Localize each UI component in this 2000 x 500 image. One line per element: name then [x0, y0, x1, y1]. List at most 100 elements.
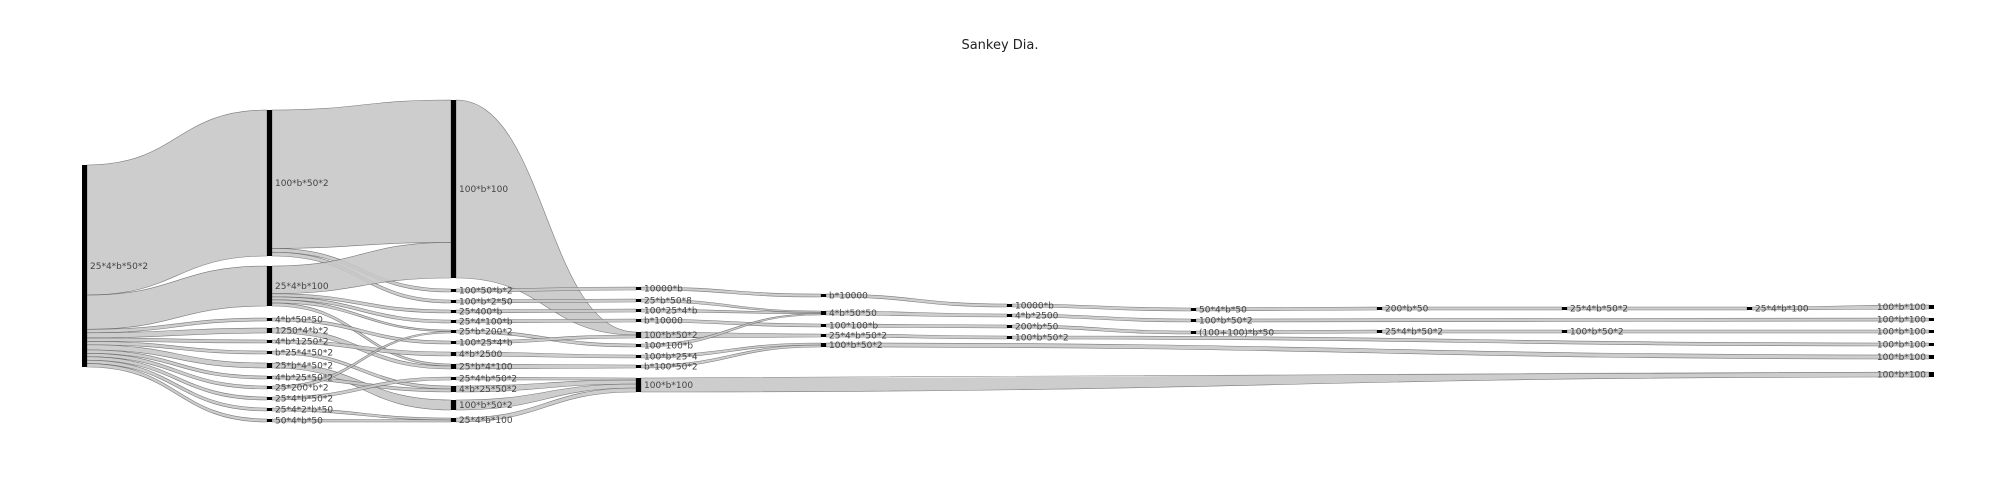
sankey-node-n56[interactable] [1929, 343, 1934, 346]
sankey-node-label-n36: b*10000 [829, 292, 868, 302]
sankey-node-n12[interactable] [267, 408, 272, 411]
sankey-node-label-n43: 200*b*50 [1015, 323, 1059, 333]
sankey-node-label-n39: 25*4*b*50*2 [829, 332, 887, 342]
sankey-node-label-n24: 4*b*25*50*2 [459, 385, 517, 395]
sankey-node-n21[interactable] [451, 352, 456, 356]
sankey-node-label-n51: 100*b*50*2 [1570, 328, 1624, 338]
sankey-node-label-n10: 25*200*b*2 [275, 384, 329, 394]
sankey-node-n25[interactable] [451, 400, 456, 410]
sankey-node-n43[interactable] [1007, 325, 1012, 328]
sankey-node-n4[interactable] [267, 318, 272, 321]
sankey-node-n50[interactable] [1562, 307, 1567, 310]
sankey-link-n2-n14[interactable] [271, 99, 452, 249]
sankey-node-n13[interactable] [267, 419, 272, 422]
sankey-node-n55[interactable] [1929, 330, 1934, 333]
sankey-node-label-n52: 25*4*b*100 [1755, 305, 1809, 315]
sankey-node-n49[interactable] [1377, 330, 1382, 333]
sankey-node-n9[interactable] [267, 376, 272, 379]
sankey-node-label-n17: 25*400*b [459, 308, 503, 318]
sankey-node-n35[interactable] [636, 378, 641, 392]
sankey-node-n51[interactable] [1562, 330, 1567, 333]
sankey-node-n8[interactable] [267, 363, 272, 368]
sankey-node-label-n54: 100*b*100 [1877, 316, 1926, 326]
sankey-node-label-n8: 25*b*4*50*2 [275, 362, 333, 372]
sankey-node-n26[interactable] [451, 418, 456, 422]
sankey-node-label-n26: 25*4*b*100 [459, 416, 513, 426]
sankey-node-n15[interactable] [451, 289, 456, 292]
sankey-node-label-n25: 100*b*50*2 [459, 401, 513, 411]
sankey-node-n7[interactable] [267, 351, 272, 354]
sankey-node-label-n15: 100*50*b*2 [459, 287, 513, 297]
sankey-node-n11[interactable] [267, 397, 272, 400]
sankey-node-n18[interactable] [451, 320, 456, 323]
sankey-node-n47[interactable] [1191, 331, 1196, 334]
sankey-node-n3[interactable] [267, 266, 272, 306]
sankey-node-label-n2: 100*b*50*2 [275, 179, 329, 189]
sankey-node-n33[interactable] [636, 355, 641, 358]
sankey-node-n57[interactable] [1929, 355, 1934, 359]
sankey-node-n45[interactable] [1191, 308, 1196, 311]
sankey-node-n23[interactable] [451, 377, 456, 380]
sankey-link-n44-n56[interactable] [1011, 335, 1930, 347]
sankey-node-n14[interactable] [451, 100, 456, 278]
sankey-node-label-n53: 100*b*100 [1877, 303, 1926, 313]
sankey-node-label-n16: 100*b*2*50 [459, 298, 513, 308]
sankey-node-label-n31: 100*b*50*2 [644, 331, 698, 341]
sankey-node-n52[interactable] [1747, 307, 1752, 310]
sankey-node-n54[interactable] [1929, 318, 1934, 321]
sankey-node-n5[interactable] [267, 328, 272, 333]
sankey-node-n24[interactable] [451, 386, 456, 392]
sankey-node-label-n4: 4*b*50*50 [275, 316, 323, 326]
sankey-node-n28[interactable] [636, 299, 641, 302]
sankey-link-n46-n54[interactable] [1195, 317, 1930, 323]
sankey-node-n17[interactable] [451, 310, 456, 313]
sankey-node-n40[interactable] [821, 343, 826, 347]
sankey-node-n16[interactable] [451, 300, 456, 303]
sankey-node-n48[interactable] [1377, 307, 1382, 310]
sankey-node-n36[interactable] [821, 294, 826, 297]
sankey-link-n35-n58[interactable] [640, 371, 1930, 393]
sankey-node-label-n49: 25*4*b*50*2 [1385, 328, 1443, 338]
sankey-node-n38[interactable] [821, 324, 826, 327]
sankey-node-label-n47: (100+100)*b*50 [1199, 329, 1274, 339]
sankey-node-n29[interactable] [636, 309, 641, 312]
sankey-node-label-n35: 100*b*100 [644, 381, 693, 391]
sankey-node-n19[interactable] [451, 330, 456, 333]
sankey-node-label-n6: 4*b*1250*2 [275, 338, 329, 348]
sankey-node-n32[interactable] [636, 344, 641, 347]
sankey-node-label-n19: 25*b*200*2 [459, 328, 513, 338]
sankey-node-n31[interactable] [636, 332, 641, 338]
sankey-node-n1[interactable] [82, 165, 87, 367]
sankey-node-label-n57: 100*b*100 [1877, 353, 1926, 363]
sankey-node-n20[interactable] [451, 341, 456, 344]
sankey-node-label-n11: 25*4*b*50*2 [275, 395, 333, 405]
sankey-node-label-n22: 25*b*4*100 [459, 363, 513, 373]
sankey-node-label-n12: 25*4*2*b*50 [275, 406, 333, 416]
sankey-node-n22[interactable] [451, 364, 456, 369]
sankey-node-n2[interactable] [267, 110, 272, 256]
sankey-node-label-n34: b*100*50*2 [644, 363, 698, 373]
sankey-node-n58[interactable] [1929, 372, 1934, 377]
sankey-node-label-n1: 25*4*b*50*2 [90, 262, 148, 272]
sankey-node-label-n50: 25*4*b*50*2 [1570, 305, 1628, 315]
sankey-node-n41[interactable] [1007, 304, 1012, 307]
sankey-node-n46[interactable] [1191, 319, 1196, 322]
sankey-node-n42[interactable] [1007, 314, 1012, 317]
sankey-node-n39[interactable] [821, 334, 826, 337]
sankey-node-label-n13: 50*4*b*50 [275, 417, 323, 427]
sankey-node-label-n21: 4*b*2500 [459, 350, 503, 360]
sankey-node-n30[interactable] [636, 319, 641, 322]
sankey-node-label-n32: 100*100*b [644, 342, 693, 352]
sankey-node-n44[interactable] [1007, 336, 1012, 339]
sankey-node-n34[interactable] [636, 365, 641, 368]
sankey-node-n27[interactable] [636, 287, 641, 290]
sankey-node-label-n28: 25*b*50*8 [644, 297, 692, 307]
sankey-node-label-n37: 4*b*50*50 [829, 309, 877, 319]
sankey-node-n10[interactable] [267, 386, 272, 389]
sankey-node-label-n45: 50*4*b*50 [1199, 306, 1247, 316]
sankey-node-n6[interactable] [267, 340, 272, 343]
sankey-node-n53[interactable] [1929, 305, 1934, 309]
sankey-node-label-n14: 100*b*100 [459, 185, 508, 195]
sankey-node-n37[interactable] [821, 311, 826, 315]
